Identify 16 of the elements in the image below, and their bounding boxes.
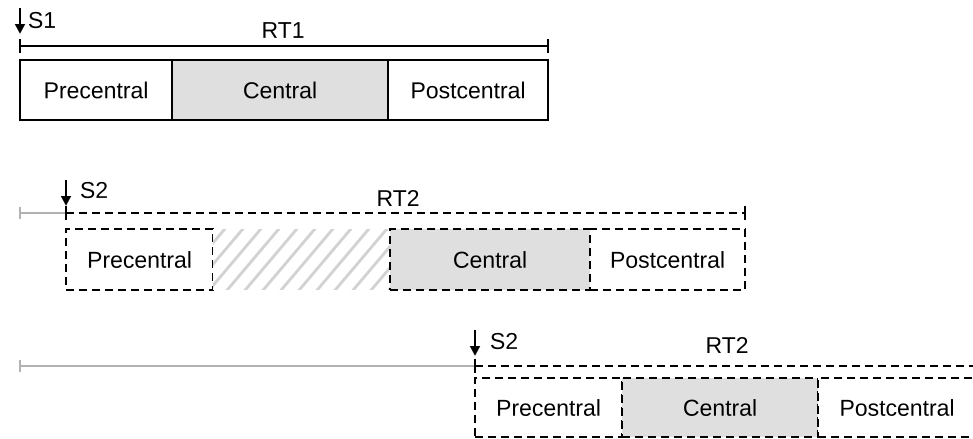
hatched-box (213, 229, 390, 290)
timeline-label: RT2 (378, 190, 418, 206)
phase-box: Precentral (474, 377, 623, 438)
phase-box: Postcentral (817, 377, 973, 438)
timeline-label: S1 (29, 12, 55, 28)
timeline-label: RT1 (263, 22, 304, 38)
phase-box: Postcentral (387, 59, 549, 121)
phase-box: Precentral (65, 228, 214, 291)
phase-box: Central (171, 59, 389, 121)
timeline-label: RT2 (707, 336, 748, 354)
timeline-label: S2 (491, 332, 517, 350)
phase-box: Central (621, 377, 819, 438)
phase-box: Central (389, 228, 591, 291)
timeline-label: S2 (81, 182, 107, 198)
phase-box: Postcentral (589, 228, 746, 291)
phase-box: Precentral (19, 59, 173, 121)
